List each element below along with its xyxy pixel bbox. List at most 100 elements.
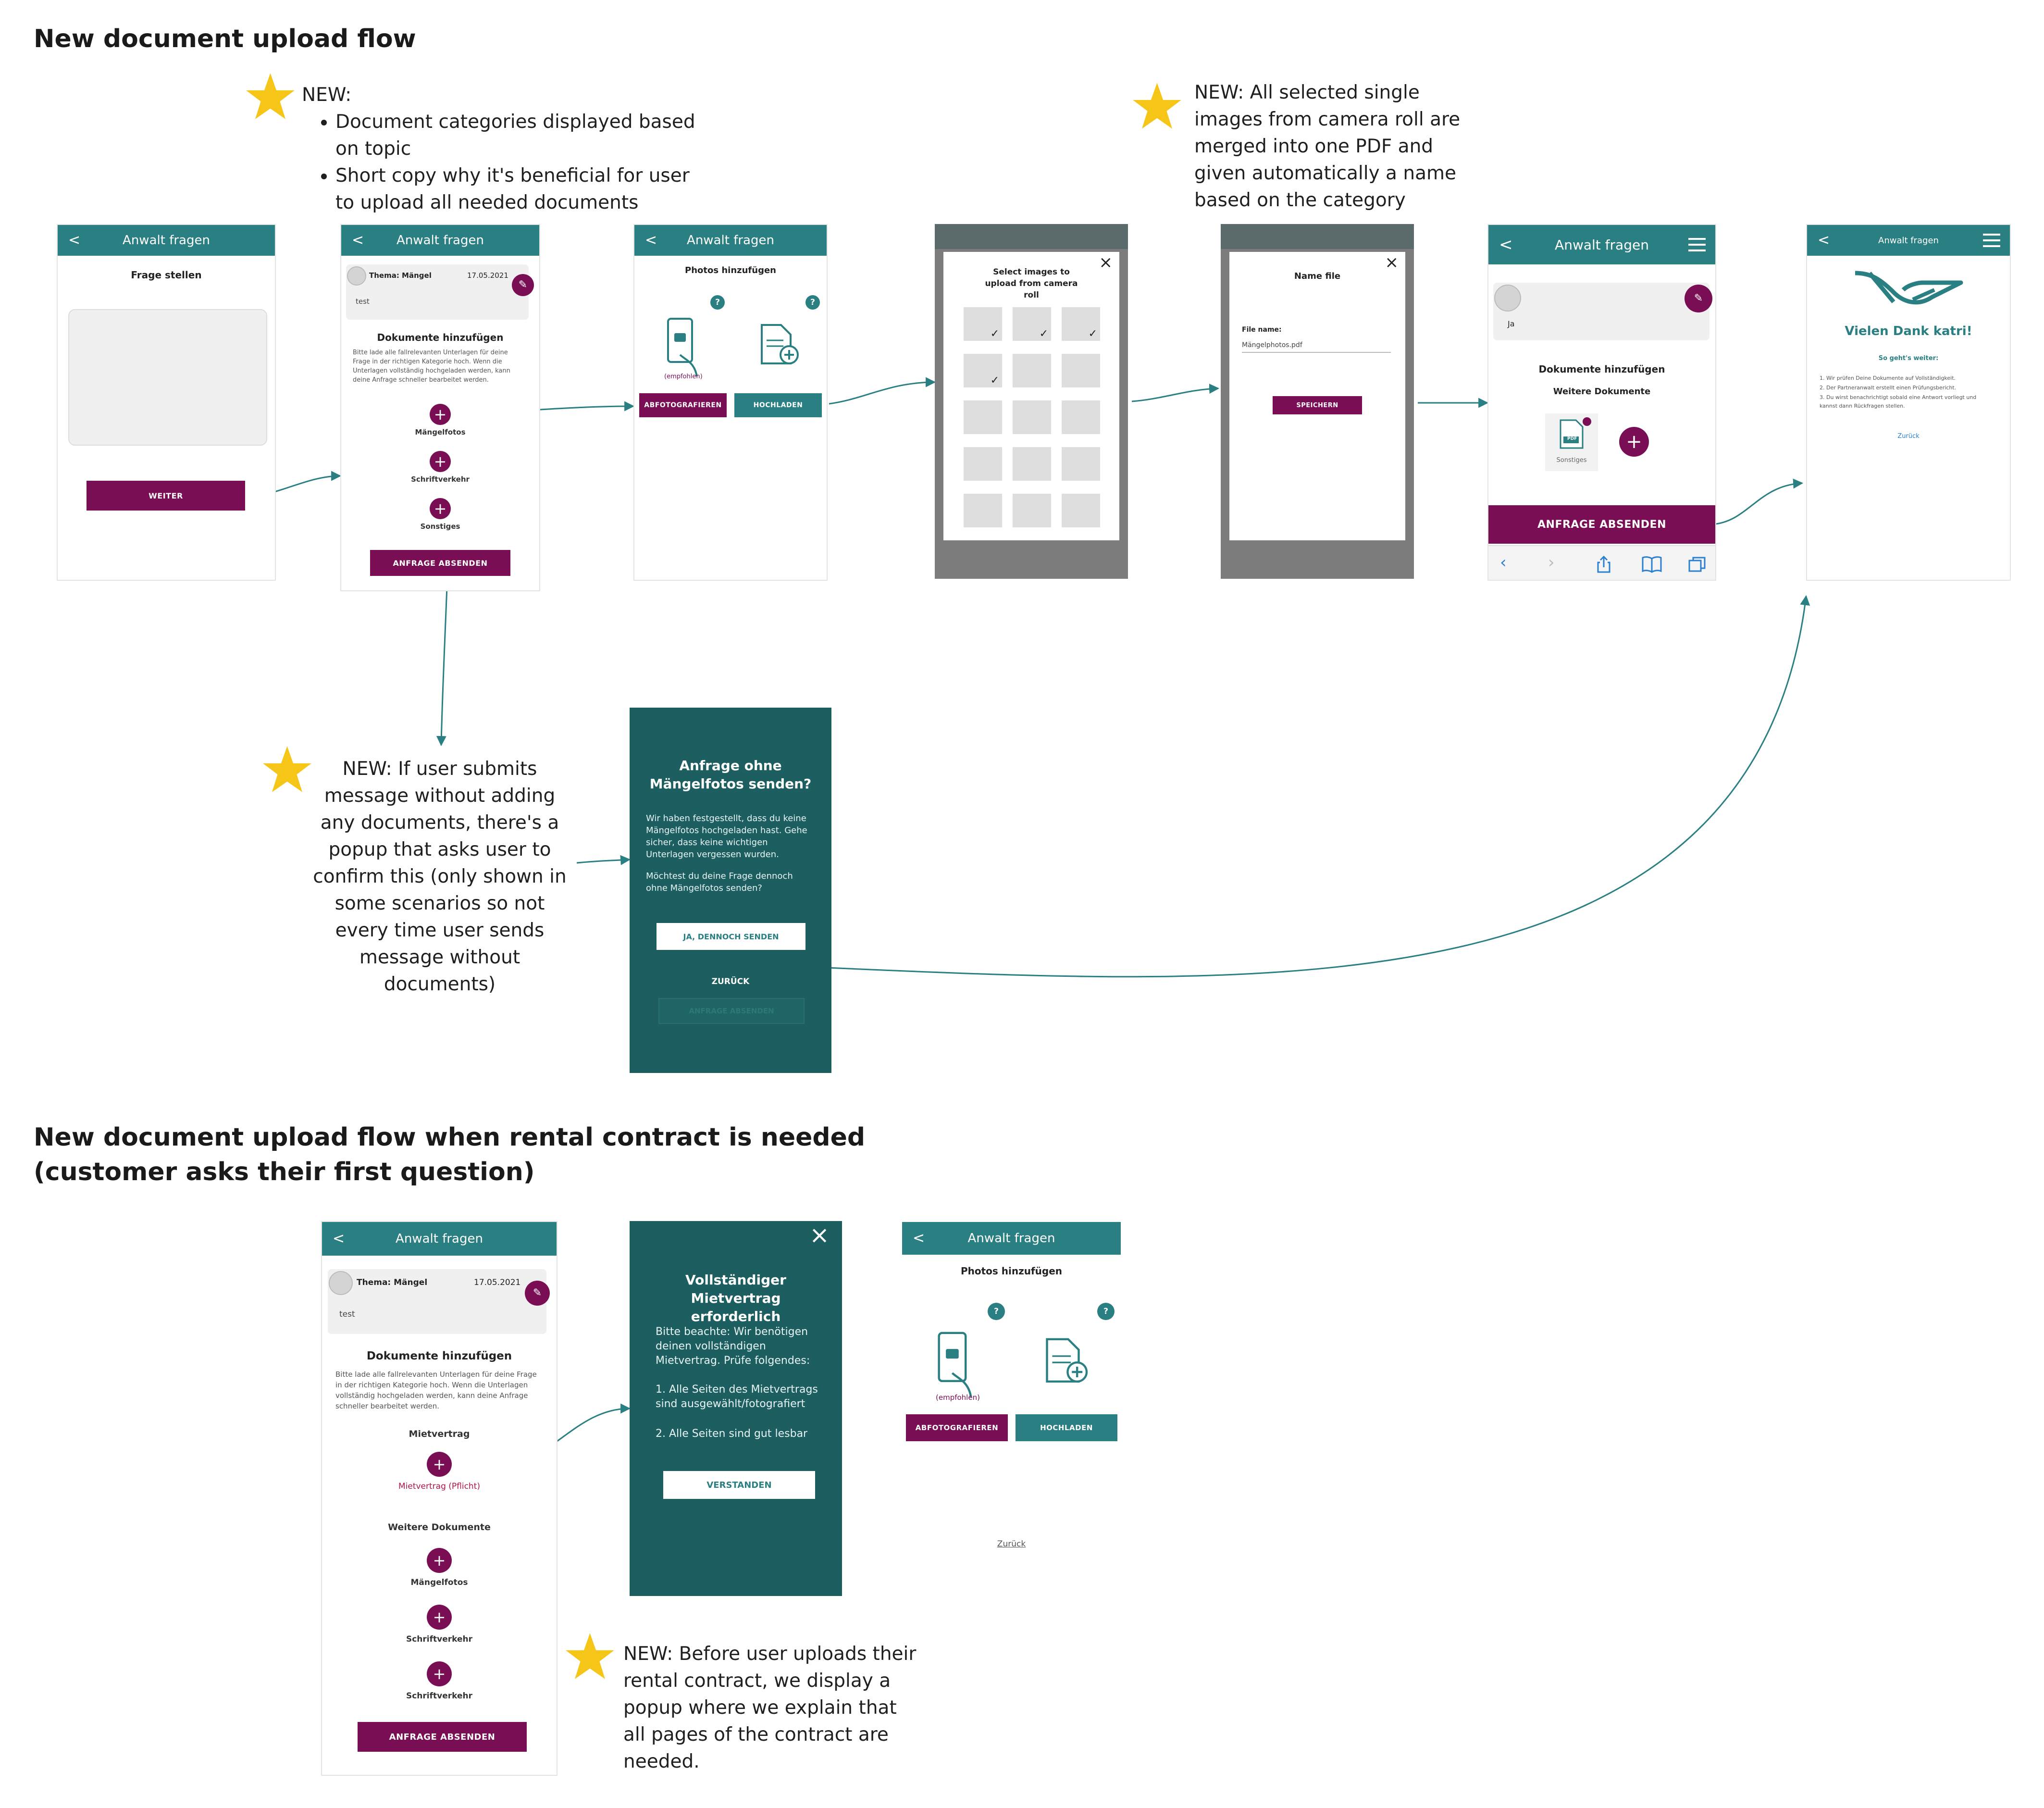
zurueck-link[interactable]: Zurück	[997, 1539, 1026, 1549]
note-merge: NEW: All selected single images from cam…	[1194, 82, 1461, 211]
image-thumb[interactable]: ✓	[964, 354, 1002, 387]
back-icon[interactable]: <	[913, 1230, 925, 1247]
file-name-input[interactable]: Mängelphotos.pdf	[1242, 341, 1391, 353]
share-icon[interactable]	[1594, 555, 1613, 574]
add-maengelfotos-button[interactable]: +	[427, 1548, 452, 1573]
add-mietvertrag-button[interactable]: +	[427, 1452, 452, 1477]
app-header: < Anwalt fragen	[1488, 225, 1715, 264]
app-header: < Anwalt fragen	[322, 1222, 557, 1256]
pdf-label: PDF	[1567, 436, 1577, 441]
add-maengelfotos-button[interactable]: +	[430, 404, 451, 425]
add-sonstiges-button[interactable]: +	[430, 498, 451, 519]
tabs-icon[interactable]	[1687, 556, 1707, 573]
back-icon[interactable]: <	[1818, 232, 1830, 249]
document-add-icon	[1046, 1338, 1088, 1383]
header-title: Anwalt fragen	[687, 233, 774, 248]
hochladen-button[interactable]: HOCHLADEN	[1016, 1414, 1117, 1441]
image-thumb[interactable]	[1013, 494, 1051, 527]
pdf-file-icon	[1560, 419, 1584, 449]
header-title: Anwalt fragen	[1878, 235, 1939, 246]
star-icon	[566, 1633, 614, 1679]
abfotografieren-button[interactable]: ABFOTOGRAFIEREN	[906, 1414, 1008, 1441]
anfrage-absenden-button[interactable]: ANFRAGE ABSENDEN	[370, 550, 510, 576]
verstanden-button[interactable]: VERSTANDEN	[663, 1471, 815, 1499]
help-icon[interactable]: ?	[1097, 1303, 1115, 1320]
screen-frage-stellen: < Anwalt fragen Frage stellen WEITER	[57, 224, 276, 581]
section-subtitle: Weitere Dokumente	[1553, 387, 1651, 397]
screen-title: Photos hinzufügen	[685, 265, 776, 275]
screen-title: Photos hinzufügen	[960, 1265, 1063, 1277]
app-header: < Anwalt fragen	[1807, 225, 2010, 256]
edit-icon[interactable]: ✎	[1685, 285, 1712, 312]
check-icon: ✓	[990, 328, 999, 340]
image-thumb[interactable]	[1062, 447, 1100, 481]
image-thumb[interactable]	[1013, 400, 1051, 434]
browser-forward-icon[interactable]: ›	[1548, 553, 1555, 572]
image-thumb[interactable]	[964, 400, 1002, 434]
close-icon[interactable]: ×	[1385, 253, 1399, 272]
browser-toolbar: ‹ ›	[1488, 545, 1715, 580]
bookmarks-icon[interactable]	[1641, 556, 1662, 573]
screen-dokumente: < Anwalt fragen Thema: Mängel 17.05.2021…	[340, 224, 540, 591]
abfotografieren-button[interactable]: ABFOTOGRAFIEREN	[639, 393, 727, 417]
browser-back-icon[interactable]: ‹	[1500, 553, 1507, 572]
help-icon[interactable]: ?	[710, 295, 725, 310]
edit-icon[interactable]: ✎	[525, 1281, 550, 1306]
image-thumb[interactable]	[1062, 400, 1100, 434]
message-box	[328, 1269, 546, 1334]
back-icon[interactable]: <	[68, 232, 81, 249]
zurueck-link[interactable]: Zurück	[1897, 433, 1920, 440]
anfrage-absenden-button[interactable]: ANFRAGE ABSENDEN	[358, 1722, 527, 1752]
close-icon[interactable]: ×	[809, 1221, 830, 1249]
app-header: < Anwalt fragen	[634, 225, 827, 256]
image-thumb[interactable]	[964, 494, 1002, 527]
popup-text: Wir haben festgestellt, dass du keine Mä…	[646, 813, 807, 860]
dimmed-header	[1221, 224, 1414, 249]
popup-title: Vollständiger Mietvertrag erforderlich	[685, 1272, 786, 1324]
back-icon[interactable]: <	[645, 232, 657, 249]
edit-icon[interactable]: ✎	[512, 274, 534, 296]
image-thumb[interactable]	[1062, 354, 1100, 387]
menu-icon[interactable]	[1688, 238, 1706, 251]
section-description: Bitte lade alle fallrelevanten Unterlage…	[335, 1370, 537, 1410]
uploaded-file-card[interactable]: PDF Sonstiges	[1545, 413, 1598, 471]
anfrage-absenden-button[interactable]: ANFRAGE ABSENDEN	[1488, 505, 1715, 544]
header-title: Anwalt fragen	[396, 233, 484, 248]
modal-title: Name file	[1294, 271, 1341, 281]
image-thumb[interactable]	[1013, 447, 1051, 481]
back-icon[interactable]: <	[333, 1230, 345, 1247]
flow2-heading-line1: New document upload flow when rental con…	[34, 1123, 866, 1152]
speichern-button[interactable]: SPEICHERN	[1273, 396, 1362, 414]
hochladen-button[interactable]: HOCHLADEN	[734, 393, 822, 417]
back-icon[interactable]: <	[352, 232, 364, 249]
menu-icon[interactable]	[1983, 234, 2000, 247]
question-textarea[interactable]	[68, 309, 267, 446]
add-document-button[interactable]: +	[1619, 427, 1649, 457]
image-thumb[interactable]	[1013, 354, 1051, 387]
note-categories-bullet: Document categories displayed based on t…	[335, 109, 696, 162]
image-thumb[interactable]: ✓	[1062, 307, 1100, 341]
image-thumb[interactable]	[1062, 494, 1100, 527]
add-schriftverkehr-button[interactable]: +	[430, 451, 451, 472]
help-icon[interactable]: ?	[988, 1303, 1005, 1320]
help-icon[interactable]: ?	[805, 295, 820, 310]
image-thumb[interactable]: ✓	[1013, 307, 1051, 341]
note-categories-title: NEW:	[302, 84, 352, 106]
close-icon[interactable]: ×	[1099, 253, 1113, 272]
confirm-send-button[interactable]: JA, DENNOCH SENDEN	[657, 923, 805, 950]
category-label: Mängelfotos	[415, 428, 466, 436]
image-thumb[interactable]	[964, 447, 1002, 481]
section-description: Bitte lade alle fallrelevanten Unterlage…	[353, 349, 510, 384]
dimmed-header	[935, 224, 1128, 249]
add-schriftverkehr-button[interactable]: +	[427, 1661, 452, 1686]
section-title: Dokumente hinzufügen	[1538, 363, 1665, 375]
screen-title: Frage stellen	[131, 269, 202, 281]
star-icon	[1133, 83, 1181, 129]
zurueck-button[interactable]: ZURÜCK	[711, 977, 750, 986]
image-thumb[interactable]: ✓	[964, 307, 1002, 341]
category-label: Schriftverkehr	[406, 1691, 473, 1701]
back-icon[interactable]: <	[1499, 235, 1513, 254]
remove-file-icon[interactable]	[1583, 417, 1591, 426]
add-schriftverkehr-button[interactable]: +	[427, 1605, 452, 1630]
weiter-button[interactable]: WEITER	[87, 481, 245, 511]
